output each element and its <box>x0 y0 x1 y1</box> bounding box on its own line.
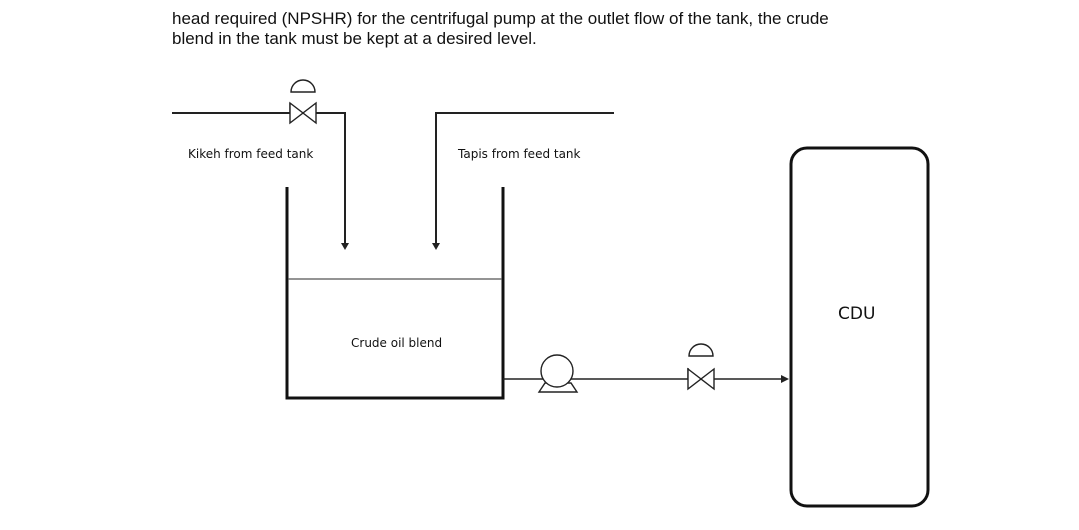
kikeh-control-valve-icon <box>289 79 317 125</box>
tank-content-label: Crude oil blend <box>351 336 442 350</box>
tapis-feed-line <box>435 112 614 245</box>
centrifugal-pump-icon <box>537 354 579 393</box>
problem-text-line-2: blend in the tank must be kept at a desi… <box>172 29 537 48</box>
cdu-label: CDU <box>838 304 875 324</box>
problem-text-line-1: head required (NPSHR) for the centrifuga… <box>172 9 829 28</box>
outlet-control-valve-icon <box>687 343 715 391</box>
tapis-feed-label: Tapis from feed tank <box>457 147 581 161</box>
blend-tank <box>285 187 505 400</box>
cdu-inlet-arrow-icon <box>781 375 789 383</box>
kikeh-feed-label: Kikeh from feed tank <box>188 147 313 161</box>
tapis-inlet-arrow-icon <box>432 243 440 250</box>
kikeh-inlet-arrow-icon <box>341 243 349 250</box>
cdu-column <box>789 146 930 508</box>
kikeh-feed-line <box>172 112 346 245</box>
problem-statement: head required (NPSHR) for the centrifuga… <box>172 9 1052 49</box>
